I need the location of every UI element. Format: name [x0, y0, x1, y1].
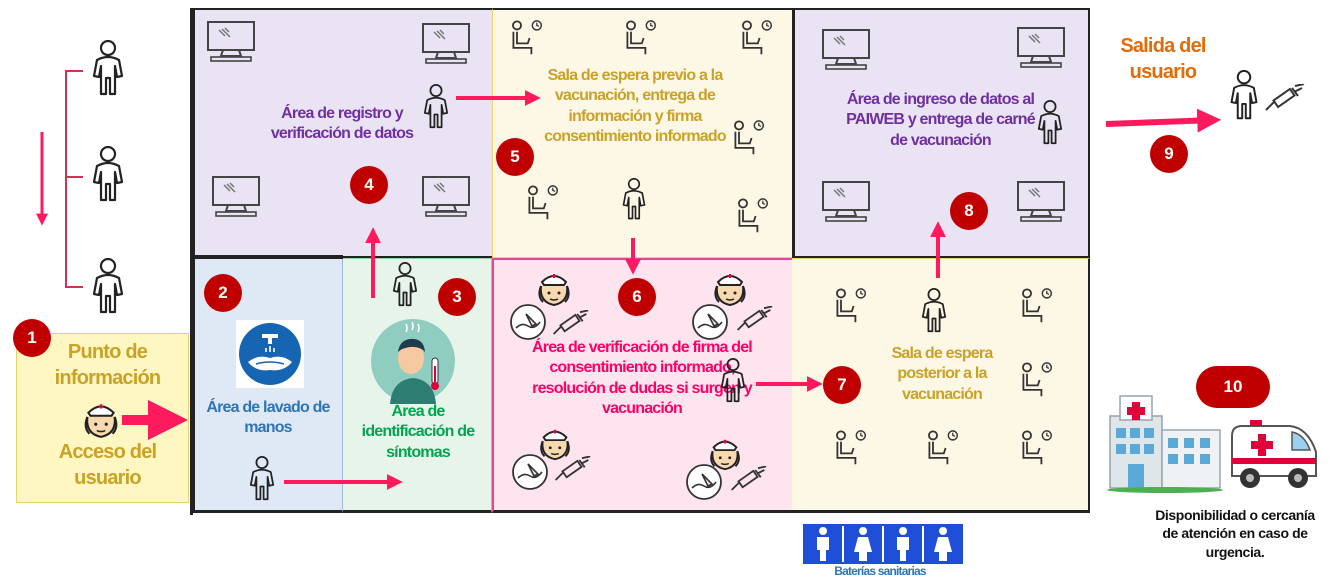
sign-consent-icon: [508, 302, 548, 342]
lavado-label: Área de lavado de manos: [206, 399, 330, 437]
registro-label: Área de registro y verificación de datos: [270, 105, 414, 143]
monitor-icon: [820, 28, 872, 70]
queue-bracket: [65, 70, 83, 72]
person-icon: [88, 146, 128, 202]
queue-bracket: [65, 176, 83, 178]
step-badge-8: 8: [950, 192, 988, 230]
waiting-seat-icon: [738, 20, 774, 56]
person-icon: [717, 358, 749, 403]
waiting-seat-icon: [832, 430, 868, 466]
sign-consent-icon: [684, 462, 724, 502]
waiting-seat-icon: [1018, 362, 1054, 398]
syringe-icon: [734, 306, 774, 334]
step-badge-2: 2: [204, 274, 242, 312]
paiweb-label: Área de ingreso de datos al PAIWEB y ent…: [846, 91, 1035, 149]
monitor-icon: [420, 22, 472, 64]
step-badge-7: 7: [823, 366, 861, 404]
waiting-seat-icon: [1018, 288, 1054, 324]
punto-informacion-label: Punto de información: [54, 341, 161, 389]
waiting-seat-icon: [524, 185, 560, 221]
step-badge-10: 10: [1196, 366, 1270, 408]
wall-line: [190, 8, 193, 515]
person-icon: [88, 258, 128, 314]
fever-symptom-icon: [371, 319, 455, 404]
person-icon: [1034, 100, 1066, 145]
hospital-icon: [1107, 395, 1223, 493]
vacunacion-label: Área de verificación de firma del consen…: [532, 339, 753, 418]
waiting-seat-icon: [734, 198, 770, 234]
step-badge-9: 9: [1150, 135, 1188, 173]
syringe-icon: [552, 456, 592, 484]
queue-bracket: [65, 286, 83, 288]
monitor-icon: [205, 20, 257, 62]
handwash-icon: [236, 320, 304, 388]
waiting-seat-icon: [508, 20, 544, 56]
sign-consent-icon: [510, 452, 550, 492]
step-badge-3: 3: [438, 278, 476, 316]
step-badge-6: 6: [618, 278, 656, 316]
person-icon: [1226, 70, 1262, 120]
ambulance-icon: [1231, 420, 1317, 488]
sintomas-label: Área de identificación de síntomas: [361, 403, 475, 461]
monitor-icon: [1015, 26, 1067, 68]
acceso-usuario-label: Acceso del usuario: [58, 441, 157, 489]
banos-label: Baterías sanitarias: [834, 564, 926, 578]
waiting-seat-icon: [730, 120, 766, 156]
person-icon: [619, 178, 649, 220]
wall-line: [193, 255, 343, 259]
step-badge-1: 1: [13, 319, 51, 357]
monitor-icon: [210, 175, 262, 217]
sala-espera-previa-label: Sala de espera previo a la vacunación, e…: [544, 67, 727, 146]
salida-label: Salida del usuario: [1120, 35, 1206, 83]
person-icon: [420, 84, 452, 129]
waiting-seat-icon: [1018, 430, 1054, 466]
monitor-icon: [1015, 180, 1067, 222]
syringe-icon: [1262, 84, 1306, 114]
queue-bracket: [65, 70, 67, 288]
sign-consent-icon: [690, 302, 730, 342]
waiting-seat-icon: [832, 288, 868, 324]
person-icon: [389, 262, 421, 307]
restroom-icon: [803, 524, 963, 564]
monitor-icon: [420, 175, 472, 217]
nurse-icon: [80, 398, 122, 440]
person-icon: [918, 288, 950, 333]
monitor-icon: [820, 180, 872, 222]
person-icon: [246, 456, 278, 501]
step-badge-5: 5: [496, 138, 534, 176]
urgencia-label: Disponibilidad o cercanía de atención en…: [1155, 507, 1315, 560]
person-icon: [88, 40, 128, 96]
waiting-seat-icon: [924, 430, 960, 466]
syringe-icon: [550, 310, 590, 338]
step-badge-4: 4: [350, 166, 388, 204]
sala-espera-previa: [492, 8, 792, 258]
waiting-seat-icon: [622, 20, 658, 56]
sala-espera-posterior-label: Sala de espera posterior a la vacunación: [891, 345, 994, 403]
syringe-icon: [728, 466, 768, 494]
